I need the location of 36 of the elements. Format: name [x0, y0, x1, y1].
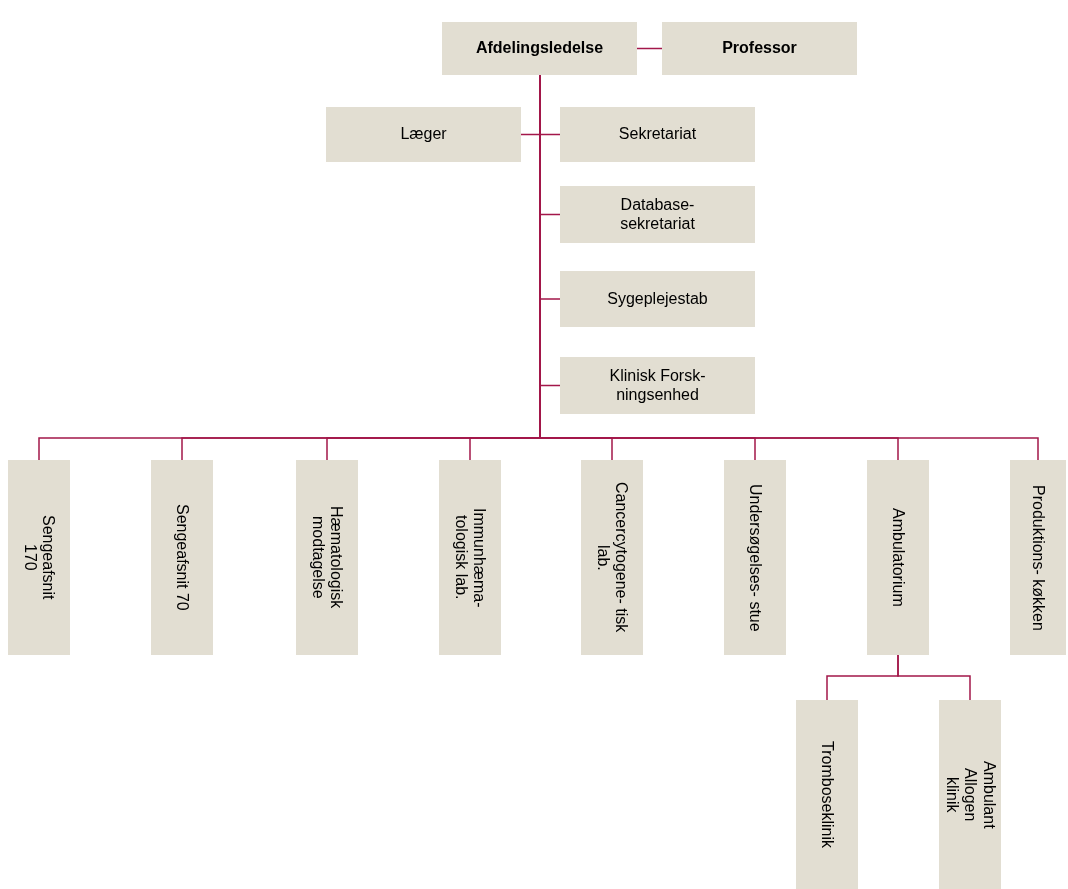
unit-name: Undersøgelses- stue: [746, 482, 765, 634]
org-unit-box: [867, 460, 929, 655]
org-unit-box: [560, 271, 755, 327]
org-unit-box: [724, 460, 786, 655]
org-unit-box: [8, 460, 70, 655]
unit-name: Afdelingsledelse: [475, 39, 604, 58]
org-unit-box: [1010, 460, 1066, 655]
unit-name: Læger: [400, 125, 447, 144]
org-unit-box: [151, 460, 213, 655]
connector-line: [636, 47, 663, 50]
org-unit-box: [560, 357, 755, 414]
unit-name: Ambulant Allogen klinik: [942, 759, 998, 831]
unit-name: Hæmatologisk modtagelse: [309, 505, 346, 611]
unit-name: Sengeafsnit 70: [173, 503, 192, 613]
org-unit-box: [326, 107, 521, 162]
org-unit-box: [296, 460, 358, 655]
org-unit-box: [939, 700, 1001, 889]
unit-name: Immunhæma- tologisk lab.: [452, 506, 489, 610]
unit-name: Sengeafsnit 170: [21, 514, 58, 602]
connector-line: [897, 654, 971, 701]
org-unit-box: [439, 460, 501, 655]
unit-name: Database- sekretariat: [619, 196, 696, 233]
unit-name: Tromboseklinik: [818, 740, 837, 850]
org-unit-box: [796, 700, 858, 889]
org-unit-box: [560, 107, 755, 162]
unit-name: Sekretariat: [618, 125, 697, 144]
org-unit-box: [442, 22, 637, 75]
unit-name: Ambulatorium: [889, 507, 908, 609]
org-unit-box: [581, 460, 643, 655]
org-unit-box: [560, 186, 755, 243]
unit-name: Professor: [722, 39, 797, 58]
unit-name: Sygeplejestab: [607, 289, 708, 309]
unit-name: Klinisk Forsk- ningsenhed: [608, 367, 707, 404]
unit-name: Cancercytogene- tisk lab.: [594, 481, 631, 635]
org-unit-box: [662, 22, 857, 75]
unit-name: Produktions- køkken: [1029, 483, 1048, 633]
